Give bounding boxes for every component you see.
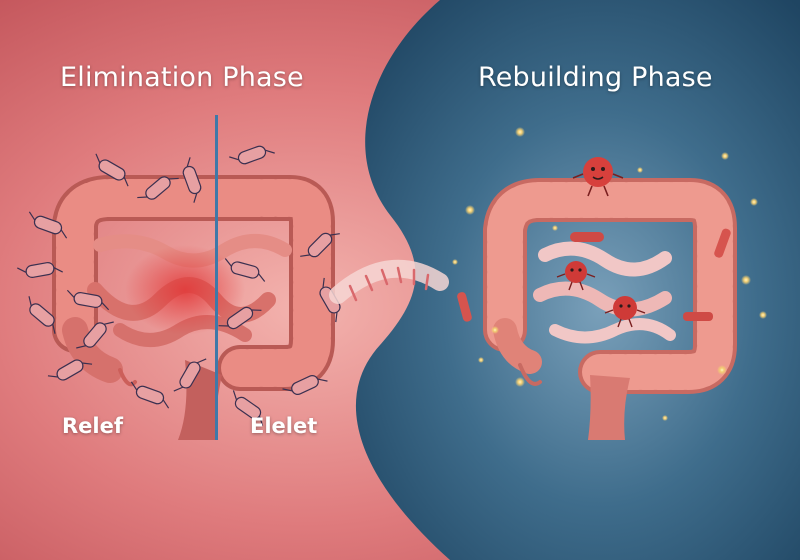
rebuilding-phase-title: Rebuilding Phase [478,62,713,93]
divider-line [215,115,218,440]
right-caption: Elelet [250,414,317,438]
elimination-phase-title: Elimination Phase [60,62,304,93]
left-caption: Relef [62,414,123,438]
